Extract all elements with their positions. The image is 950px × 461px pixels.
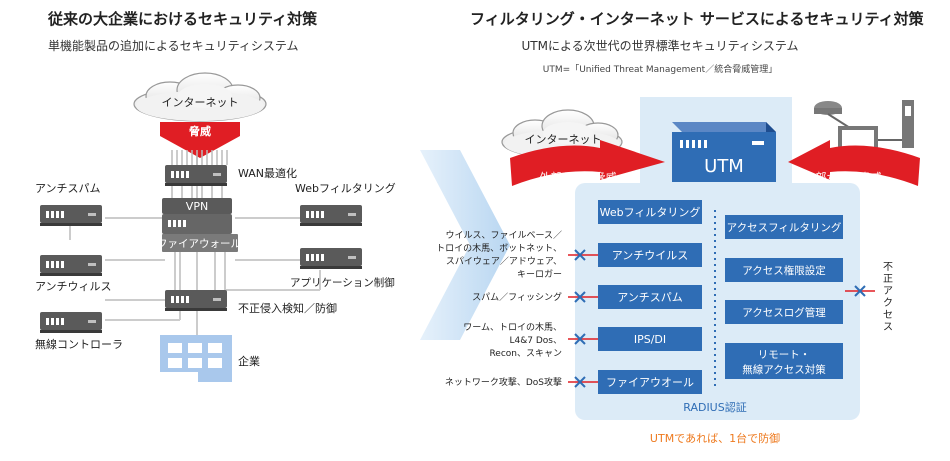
internal-threat-arrow	[788, 140, 920, 186]
fn-access-log	[725, 300, 843, 324]
fn-antispam-label: アンチスパム	[617, 291, 683, 304]
fn-ips	[598, 327, 702, 351]
footer-note: UTMであれば、1台で防御	[650, 431, 780, 445]
illegal-access-char: ア	[883, 286, 893, 297]
fn-webfilter-label: Webフィルタリング	[600, 205, 701, 219]
transition-chevron	[420, 150, 510, 340]
threat-worm-3: Recon、スキャン	[489, 349, 562, 359]
vpn-label: VPN	[186, 200, 208, 213]
fn-firewall-label: ファイアウオール	[606, 376, 694, 389]
firewall-label: ファイアウォール	[157, 238, 241, 250]
left-connection-lines	[69, 150, 321, 345]
wireless-controller-device	[40, 312, 102, 333]
threat-spam: スパム／フィッシング	[472, 291, 562, 303]
right-subtitle: UTMによる次世代の世界標準セキュリティシステム	[521, 38, 798, 53]
threat-descriptions: ウイルス、ファイルベース／ トロイの木馬、ボットネット、 スパイウェア／アドウェ…	[436, 230, 562, 388]
utm-right-functions	[725, 215, 843, 379]
fn-access-rights	[725, 258, 843, 282]
internet-cloud-right	[501, 109, 623, 159]
fn-access-filter-label: アクセスフィルタリング	[727, 221, 842, 234]
appcontrol-label: アプリケーション制御	[290, 276, 395, 289]
threat-lines	[568, 254, 875, 383]
fn-antivirus-label: アンチウイルス	[612, 249, 689, 262]
fn-access-log-label: アクセスログ管理	[742, 306, 826, 319]
wan-optimizer-device	[165, 165, 227, 186]
vpn-firewall-device	[162, 198, 238, 252]
enterprise-building-icon	[160, 335, 232, 382]
wireless-label: 無線コントローラ	[35, 337, 123, 351]
fn-antivirus	[598, 243, 702, 267]
threat-worm-1: ワーム、トロイの木馬、	[463, 321, 562, 333]
antispam-device	[40, 205, 102, 226]
fn-antispam	[598, 285, 702, 309]
fn-remote-access	[725, 343, 843, 379]
illegal-access-char: ス	[883, 322, 893, 333]
appcontrol-device	[300, 248, 362, 269]
webfilter-label-left: Webフィルタリング	[295, 181, 396, 195]
antivirus-device	[40, 255, 102, 276]
illegal-access-char: セ	[883, 309, 893, 321]
utm-device	[672, 122, 776, 182]
internet-label-left: インターネット	[162, 96, 239, 109]
threat-dos: ネットワーク攻撃、DoS攻撃	[445, 376, 562, 388]
antivirus-label: アンチウィルス	[35, 280, 112, 293]
right-title: フィルタリング・インターネット サービスによるセキュリティ対策	[470, 10, 925, 28]
threat-virus-3: スパイウェア／アドウェア、	[446, 256, 562, 267]
utm-left-functions	[598, 200, 702, 394]
illegal-access-char: ク	[883, 297, 893, 309]
illegal-access-char: 正	[883, 274, 893, 285]
threat-virus-1: ウイルス、ファイルベース／	[445, 230, 562, 241]
enterprise-label: 企業	[238, 354, 260, 368]
fn-remote-label-1: リモート・	[758, 349, 811, 361]
threat-virus-2: トロイの木馬、ボットネット、	[436, 242, 562, 254]
internet-cloud-left	[133, 72, 267, 122]
fn-access-filter	[725, 215, 843, 239]
fn-access-rights-label: アクセス権限設定	[742, 264, 826, 277]
threat-label-left: 脅威	[188, 124, 211, 138]
internal-threat-label: 内部からの脅威	[805, 170, 882, 184]
wan-label: WAN最適化	[238, 166, 297, 180]
threat-worm-2: L4&7 Dos、	[510, 336, 562, 346]
left-title: 従来の大企業におけるセキュリティ対策	[47, 10, 318, 28]
illegal-access-char: 不	[883, 262, 893, 273]
webfilter-device	[300, 205, 362, 226]
threat-virus-4: キーロガー	[517, 269, 562, 280]
fn-webfilter	[598, 200, 702, 224]
left-wire-bundle	[171, 150, 228, 198]
utm-definition-note: UTM=「Unified Threat Management／統合脅威管理」	[543, 63, 777, 75]
external-threat-label: 外部からの脅威	[540, 170, 617, 184]
threat-arrow-left	[160, 122, 240, 158]
ids-device	[165, 290, 227, 311]
antispam-label: アンチスパム	[35, 182, 101, 195]
fn-firewall	[598, 370, 702, 394]
left-subtitle: 単機能製品の追加によるセキュリティシステム	[48, 38, 299, 53]
fn-ips-label: IPS/DI	[634, 333, 666, 346]
fn-remote-label-2: 無線アクセス対策	[742, 363, 826, 376]
ids-label: 不正侵入検知／防御	[238, 301, 337, 315]
utm-label: UTM	[704, 156, 744, 177]
radius-label: RADIUS認証	[683, 400, 746, 414]
external-threat-arrow	[510, 140, 665, 186]
illegal-access-label: 不 正 ア ク セ ス	[883, 262, 893, 333]
internet-label-right: インターネット	[525, 133, 602, 146]
